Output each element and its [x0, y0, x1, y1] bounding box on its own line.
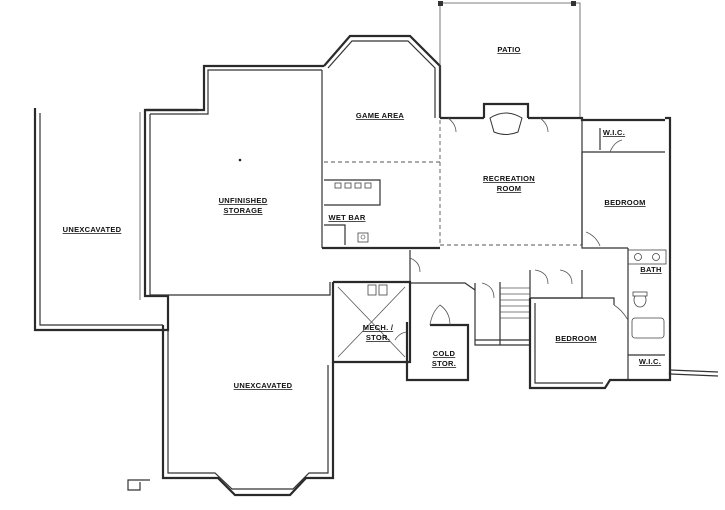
- wic-top-label: W.I.C.: [603, 128, 625, 137]
- bath-label: BATH: [640, 265, 661, 274]
- unexcavated-bottom-area: [127, 325, 335, 497]
- unexcavated-left-label: UNEXCAVATED: [63, 225, 122, 234]
- unfinished-storage-label-line1: UNFINISHED: [219, 196, 268, 205]
- mech-stor-label-line1: MECH. /: [363, 323, 394, 332]
- patio-area: [438, 1, 581, 118]
- right-bedroom-suite: [581, 116, 719, 377]
- recreation-room: [440, 102, 665, 246]
- wic-lower-label: W.I.C.: [639, 357, 661, 366]
- unfinished-storage-area: [145, 64, 331, 296]
- bedroom-lower-label: BEDROOM: [555, 334, 596, 343]
- lower-bedroom: [528, 297, 672, 390]
- wet-bar-label: WET BAR: [328, 213, 365, 222]
- stair-hall: [409, 250, 583, 346]
- cold-stor-label-line2: STOR.: [432, 359, 456, 368]
- unexcavated-left-area: [33, 108, 198, 332]
- recreation-room-label-line1: RECREATION: [483, 174, 535, 183]
- bedroom-right-label: BEDROOM: [604, 198, 645, 207]
- recreation-room-label-line2: ROOM: [497, 184, 522, 193]
- game-area-label: GAME AREA: [356, 111, 405, 120]
- wet-bar: [322, 179, 440, 250]
- unexcavated-bottom-label: UNEXCAVATED: [234, 381, 293, 390]
- cold-stor-label-line1: COLD: [433, 349, 456, 358]
- mech-storage-room: [331, 280, 412, 364]
- patio-label: PATIO: [497, 45, 520, 54]
- unfinished-storage-label-line2: STORAGE: [223, 206, 262, 215]
- mech-stor-label-line2: STOR.: [366, 333, 390, 342]
- cold-storage-room: [405, 304, 470, 382]
